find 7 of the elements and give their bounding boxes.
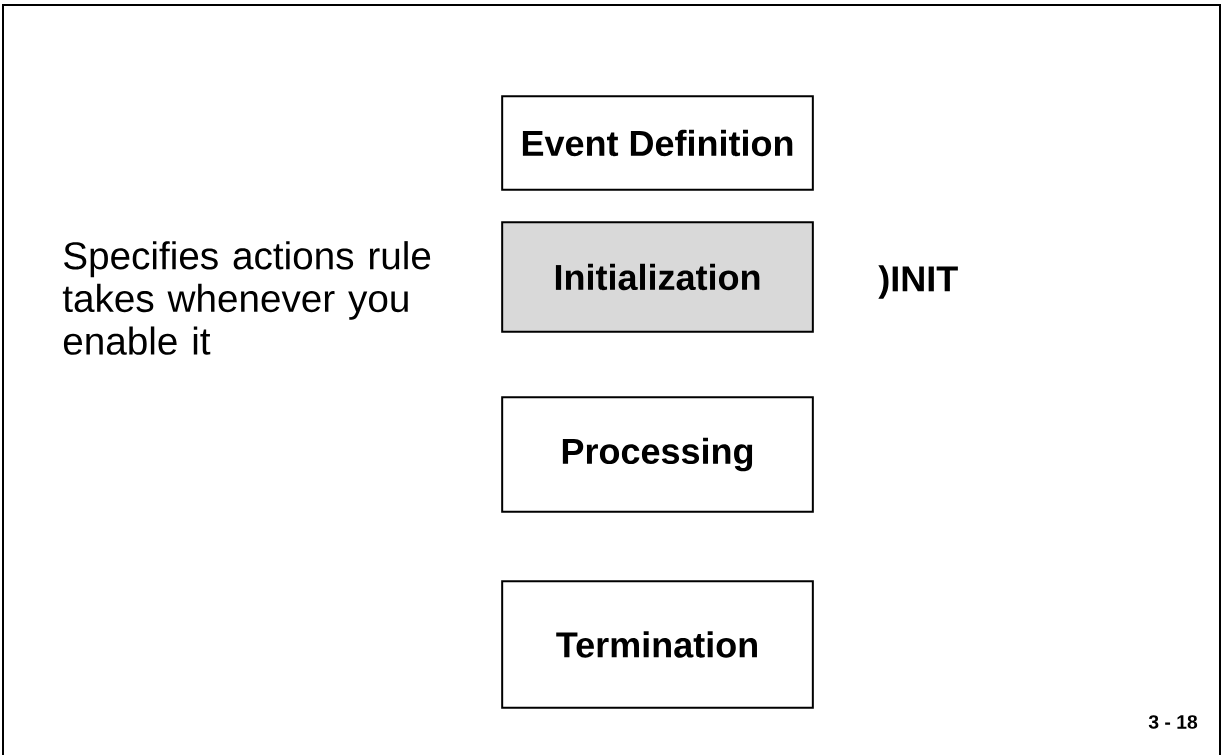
description-text: Specifies actions rule takes whenever you enable it	[62, 241, 431, 355]
process-box: Initialization	[501, 221, 814, 333]
command-label: )INIT	[878, 265, 958, 299]
page-number: 3 - 18	[1148, 715, 1198, 729]
process-box: Termination	[501, 580, 814, 709]
process-box: Event Definition	[501, 95, 814, 191]
process-box: Processing	[501, 396, 814, 513]
